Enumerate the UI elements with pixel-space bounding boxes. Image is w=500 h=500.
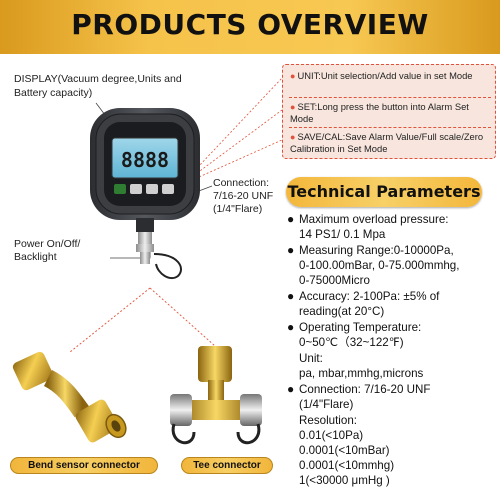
- title-banner: PRODUCTS OVERVIEW: [0, 0, 500, 54]
- spec-line: Resolution:: [299, 414, 358, 427]
- connectors-illustration: [8, 340, 278, 452]
- unit-label: UNIT:: [297, 70, 321, 81]
- page-title: PRODUCTS OVERVIEW: [71, 8, 429, 41]
- connection-callout-line: Connection:: [213, 177, 270, 189]
- bend-connector-icon: [12, 351, 127, 443]
- power-callout-line: Backlight: [14, 251, 57, 263]
- spec-line: 1(<30000 μmHg ): [299, 474, 390, 487]
- spec-line: 14 PS1/ 0.1 Mpa: [299, 228, 386, 241]
- bullet-icon: ●: [287, 212, 295, 226]
- screen-digits: 8888: [121, 148, 169, 172]
- bend-connector-label-text: Bend sensor connector: [28, 460, 140, 471]
- spec-list: ● Maximum overload pressure: 14 PS1/ 0.1…: [287, 212, 497, 489]
- bullet-icon: ●: [290, 102, 296, 112]
- spec-item: ● Maximum overload pressure: 14 PS1/ 0.1…: [287, 212, 497, 242]
- bullet-icon: ●: [287, 382, 295, 396]
- spec-line: 0.0001(<10mmhg): [299, 459, 395, 472]
- technical-parameters-title: Technical Parameters: [287, 182, 481, 201]
- tee-connector-label: Tee connector: [181, 457, 273, 474]
- save-cal-label: SAVE/CAL:: [297, 131, 346, 142]
- button-functions-box: ●UNIT:Unit selection/Add value in set Mo…: [282, 64, 496, 159]
- spec-line: Unit:: [299, 352, 323, 365]
- set-label: SET:: [297, 101, 318, 112]
- set-button-info: ●SET:Long press the button into Alarm Se…: [290, 101, 494, 125]
- bullet-icon: ●: [287, 243, 295, 257]
- spec-line: Connection: 7/16-20 UNF: [299, 383, 431, 396]
- power-callout: Power On/Off/ Backlight: [14, 238, 114, 264]
- tee-connector-label-text: Tee connector: [193, 460, 261, 471]
- spec-line: Accuracy: 2-100Pa: ±5% of: [299, 290, 440, 303]
- spec-line: (1/4"Flare): [299, 398, 354, 411]
- save-cal-button-info: ●SAVE/CAL:Save Alarm Value/Full scale/Ze…: [290, 131, 494, 155]
- save-cal-text: Save Alarm Value/Full scale/Zero Calibra…: [290, 131, 484, 154]
- spec-line: Operating Temperature:: [299, 321, 422, 334]
- divider: [289, 97, 491, 98]
- spec-item: ● Accuracy: 2-100Pa: ±5% of reading(at 2…: [287, 289, 497, 319]
- spec-item: Unit: pa, mbar,mmhg,microns: [287, 351, 497, 381]
- unit-button-info: ●UNIT:Unit selection/Add value in set Mo…: [290, 70, 494, 82]
- spec-item: Resolution: 0.01(<10Pa) 0.0001(<10mBar) …: [287, 413, 497, 488]
- spec-line: 0~50℃（32~122℉): [299, 336, 404, 349]
- spec-line: 0.01(<10Pa): [299, 429, 364, 442]
- spec-item: ● Connection: 7/16-20 UNF (1/4"Flare): [287, 382, 497, 412]
- technical-parameters-header: Technical Parameters: [286, 177, 482, 207]
- set-text: Long press the button into Alarm Set Mod…: [290, 101, 469, 124]
- bullet-icon: ●: [290, 71, 296, 81]
- digital-gauge: 8888: [86, 104, 204, 284]
- spec-line: Measuring Range:0-10000Pa,: [299, 244, 454, 257]
- spec-line: 0-100.00mBar, 0-75.000mmhg,: [299, 259, 460, 272]
- connection-callout: Connection: 7/16-20 UNF (1/4"Flare): [213, 177, 293, 216]
- spec-line: reading(at 20°C): [299, 305, 385, 318]
- spec-line: Maximum overload pressure:: [299, 213, 449, 226]
- bend-connector-label: Bend sensor connector: [10, 457, 158, 474]
- connection-callout-line: (1/4"Flare): [213, 203, 263, 215]
- spec-item: ● Measuring Range:0-10000Pa, 0-100.00mBa…: [287, 243, 497, 288]
- divider: [289, 127, 491, 128]
- connection-callout-line: 7/16-20 UNF: [213, 190, 274, 202]
- power-callout-line: Power On/Off/: [14, 238, 81, 250]
- bullet-icon: ●: [287, 320, 295, 334]
- tee-connector-icon: [170, 346, 262, 445]
- bullet-icon: ●: [290, 132, 296, 142]
- spec-item: ● Operating Temperature: 0~50℃（32~122℉): [287, 320, 497, 350]
- unit-text: Unit selection/Add value in set Mode: [320, 70, 473, 81]
- spec-line: 0-75000Micro: [299, 274, 370, 287]
- bullet-icon: ●: [287, 289, 295, 303]
- spec-line: pa, mbar,mmhg,microns: [299, 367, 424, 380]
- display-callout: DISPLAY(Vacuum degree,Units and Battery …: [14, 73, 182, 99]
- spec-line: 0.0001(<10mBar): [299, 444, 390, 457]
